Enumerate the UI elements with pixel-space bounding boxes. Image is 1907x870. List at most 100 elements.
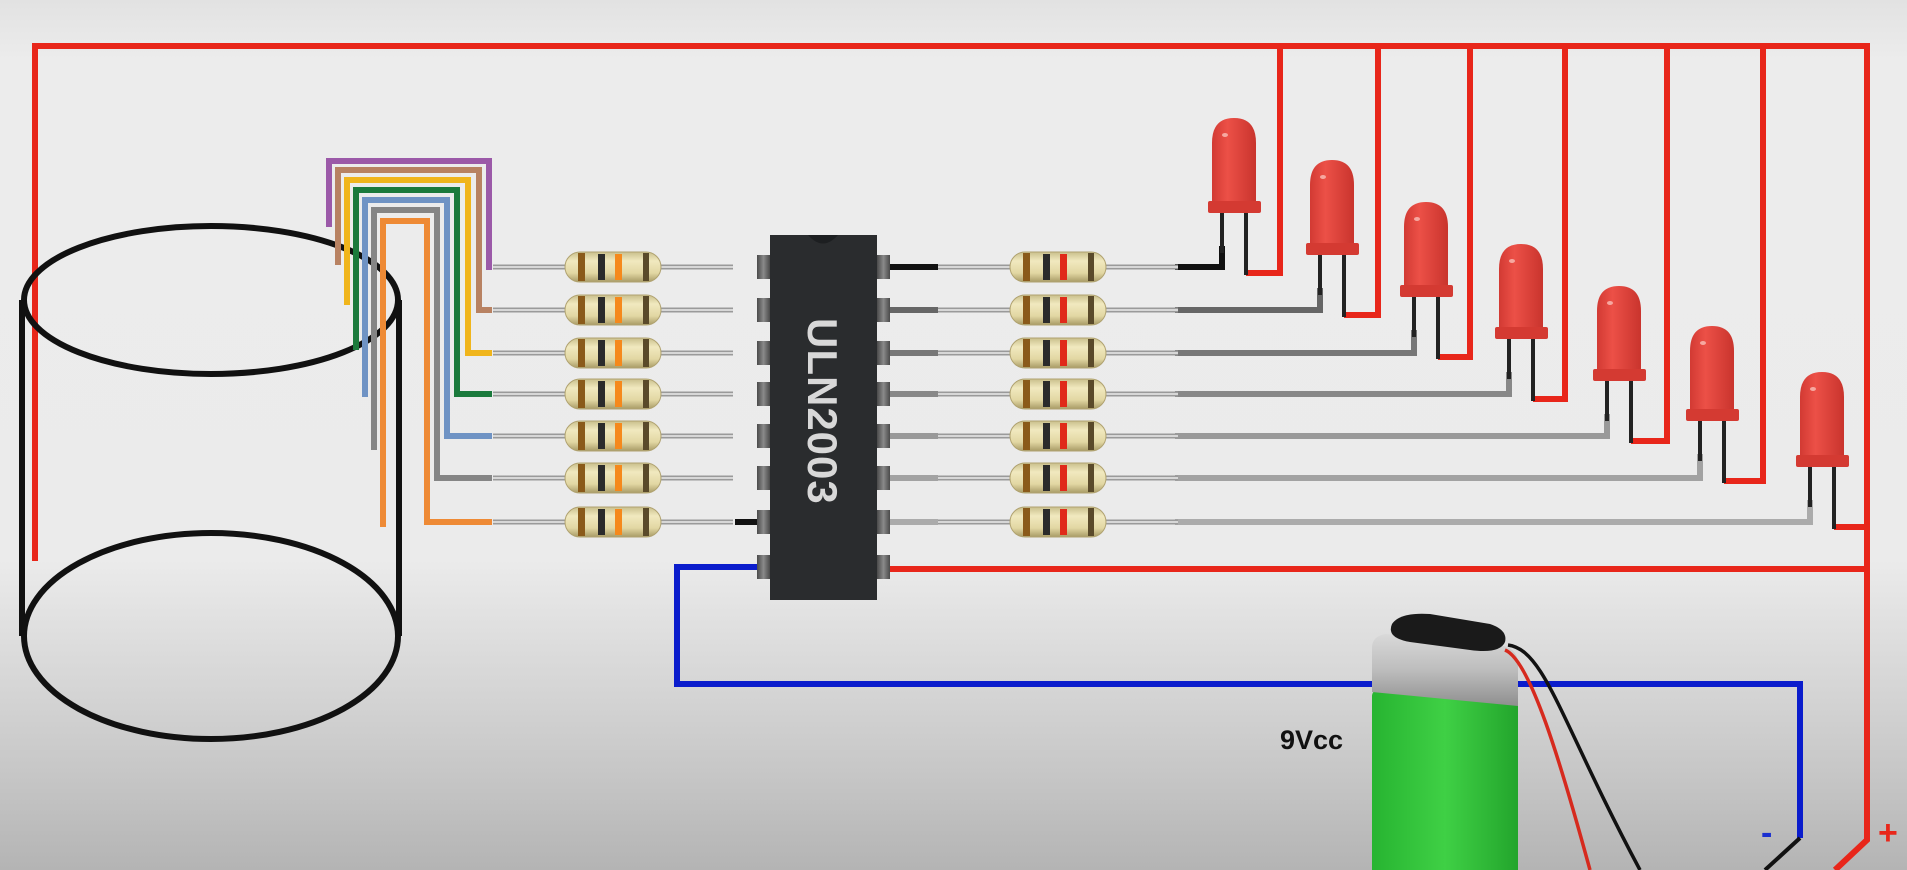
battery-black-lead	[1507, 643, 1642, 870]
resistor-band	[1060, 381, 1067, 407]
led-supply-drop	[1344, 46, 1381, 318]
output-wire-chip-side	[890, 350, 938, 356]
led-flange	[1306, 243, 1359, 255]
resistor-body	[564, 462, 662, 494]
resistor-band	[1088, 253, 1094, 281]
led-supply-drop	[1631, 46, 1670, 444]
battery-9v: 9Vcc - +	[1280, 613, 1898, 870]
positive-supply-wiring	[32, 43, 1870, 870]
ic-pin-right	[877, 510, 890, 534]
led	[1208, 118, 1261, 275]
resistor-band	[1043, 465, 1050, 491]
battery-body	[1372, 690, 1518, 870]
input-resistor	[493, 378, 733, 410]
output-resistor	[938, 337, 1178, 369]
ic-pin-right	[877, 255, 890, 279]
resistor-band	[643, 464, 649, 492]
tank-bottom	[21, 530, 401, 742]
input-resistor	[493, 462, 733, 494]
led-anode-leg	[1722, 421, 1726, 483]
ic-pin-right	[877, 555, 890, 579]
tank-top-rim	[21, 223, 401, 377]
resistor-band	[1043, 297, 1050, 323]
resistor-band	[1088, 508, 1094, 536]
resistor-band	[643, 339, 649, 367]
resistor-band	[643, 422, 649, 450]
led-cathode-leg	[1220, 213, 1224, 253]
resistor-band	[578, 380, 585, 408]
ic-pin-right	[877, 382, 890, 406]
ic-pin-right	[877, 424, 890, 448]
ic-pin-left	[757, 466, 770, 490]
resistor-band	[1060, 254, 1067, 280]
ic-pin-left	[757, 298, 770, 322]
ic-pin-left	[757, 424, 770, 448]
resistor-band	[1088, 422, 1094, 450]
led	[1495, 244, 1548, 401]
led-cathode-leg	[1808, 467, 1812, 507]
resistor-body	[1009, 337, 1107, 369]
led	[1306, 160, 1359, 317]
led-supply-drop	[1246, 46, 1283, 276]
ground-wiring	[674, 564, 1803, 838]
output-wire-chip-side	[890, 391, 938, 397]
resistor-body	[1009, 294, 1107, 326]
led-highlight	[1509, 259, 1515, 263]
led-dome	[1499, 244, 1543, 334]
probe-wires	[326, 158, 492, 527]
ic-pin-right	[877, 466, 890, 490]
output-wire	[1175, 500, 1813, 525]
output-wires	[890, 246, 1813, 525]
input-resistor	[493, 420, 733, 452]
resistor-band	[1023, 296, 1030, 324]
led	[1796, 372, 1849, 529]
output-resistor	[938, 420, 1178, 452]
resistor-band	[598, 509, 605, 535]
led-anode-leg	[1244, 213, 1248, 275]
leds	[1208, 118, 1849, 529]
output-wire	[1175, 330, 1417, 356]
ic-body	[770, 235, 877, 600]
led-highlight	[1414, 217, 1420, 221]
resistor-band	[598, 254, 605, 280]
ic-notch	[808, 235, 838, 244]
led-flange	[1495, 327, 1548, 339]
output-wire-chip-side	[890, 433, 938, 439]
input-resistor	[493, 506, 733, 538]
led-flange	[1686, 409, 1739, 421]
resistor-band	[1060, 465, 1067, 491]
ic-pin-left	[757, 255, 770, 279]
probe-wire-grey	[371, 207, 492, 481]
water-tank	[19, 223, 402, 742]
resistor-band	[615, 340, 622, 366]
resistor-band	[1023, 339, 1030, 367]
resistor-body	[1009, 251, 1107, 283]
led-dome	[1800, 372, 1844, 462]
resistor-band	[578, 422, 585, 450]
led-flange	[1208, 201, 1261, 213]
led-anode-leg	[1629, 381, 1633, 443]
led-cathode-leg	[1698, 421, 1702, 461]
led-highlight	[1810, 387, 1816, 391]
led-anode-leg	[1832, 467, 1836, 529]
resistor-band	[615, 465, 622, 491]
resistor-body	[564, 378, 662, 410]
resistor-band	[598, 340, 605, 366]
led-highlight	[1222, 133, 1228, 137]
ic-label: ULN2003	[799, 318, 846, 505]
resistor-band	[1060, 297, 1067, 323]
led-supply-drop	[1438, 46, 1473, 360]
led	[1593, 286, 1646, 443]
output-wire-chip-side	[890, 307, 938, 313]
output-wire	[1175, 372, 1512, 397]
resistor-band	[598, 381, 605, 407]
led	[1400, 202, 1453, 359]
resistor-band	[643, 380, 649, 408]
resistor-band	[1088, 296, 1094, 324]
resistor-band	[643, 508, 649, 536]
probe-wire-green	[353, 187, 492, 397]
led-cathode-leg	[1412, 297, 1416, 337]
resistor-body	[564, 420, 662, 452]
resistor-body	[1009, 420, 1107, 452]
resistor-band	[615, 254, 622, 280]
